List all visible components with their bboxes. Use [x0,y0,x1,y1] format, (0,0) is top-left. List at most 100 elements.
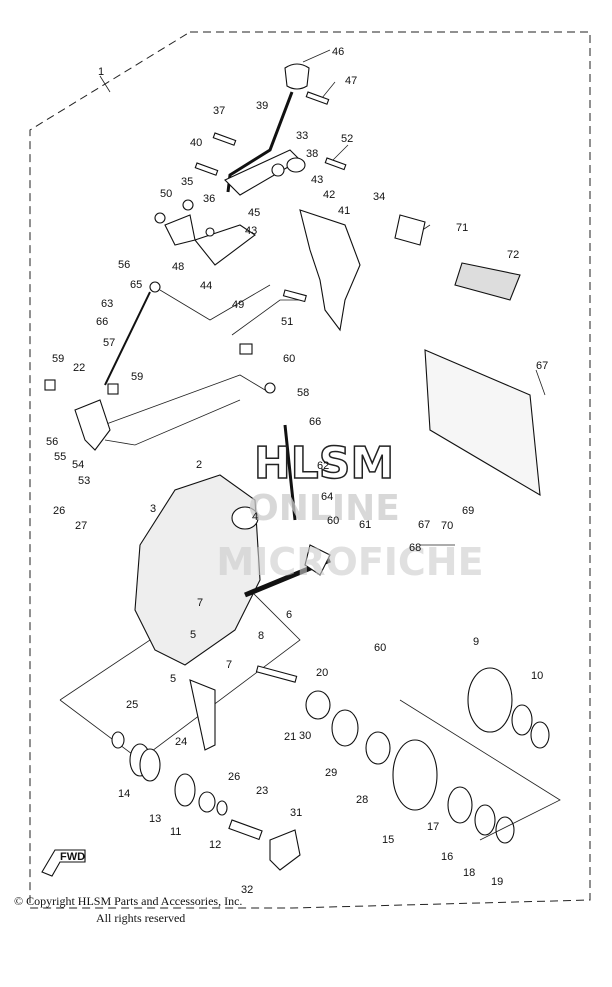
callout-20: 20 [316,667,328,679]
callout-3: 3 [150,503,156,515]
part-47-knob [284,63,310,90]
callout-51: 51 [281,316,293,328]
part-32-bracket [269,829,301,871]
callout-70: 70 [441,520,453,532]
callout-48: 48 [172,261,184,273]
callout-37: 37 [213,105,225,117]
callout-52: 52 [341,133,353,145]
callout-57: 57 [103,337,115,349]
callout-5: 5 [190,629,196,641]
callout-59: 59 [52,353,64,365]
part-54-arm [74,399,111,451]
callout-64: 64 [321,491,333,503]
callout-8: 8 [258,630,264,642]
part-49-bracket [164,214,196,246]
part-58-rod-end [149,281,161,293]
callout-31: 31 [290,807,302,819]
part-31-gear [305,690,331,720]
callout-66: 66 [96,316,108,328]
callout-71: 71 [456,222,468,234]
callout-1: 1 [98,66,104,78]
callout-56: 56 [118,259,130,271]
callout-19: 19 [491,876,503,888]
callout-4: 4 [252,511,258,523]
part-2-case [134,474,261,666]
callout-63: 63 [101,298,113,310]
callout-6: 6 [286,609,292,621]
callout-14: 14 [118,788,130,800]
rights-line: All rights reserved [96,911,186,925]
part-26-washer-a [111,731,125,749]
part-36-washer [182,199,194,211]
callout-10: 10 [531,670,543,682]
copyright-block: © Copyright HLSM Parts and Accessories, … [14,893,242,927]
callout-9: 9 [473,636,479,648]
part-9-sprocket [467,667,513,733]
callout-56: 56 [46,436,58,448]
fwd-arrow-icon [41,849,86,877]
part-60-nut-c [107,383,119,395]
callout-49: 49 [232,299,244,311]
callout-18: 18 [463,867,475,879]
callout-54: 54 [72,459,84,471]
callout-60: 60 [283,353,295,365]
part-26-washer-b [216,800,228,816]
callout-72: 72 [507,249,519,261]
part-74-decal [454,262,521,301]
callout-26: 26 [53,505,65,517]
part-53-bolt [324,157,347,171]
part-29-spline [365,731,391,765]
part-5-arm [189,679,216,751]
callout-15: 15 [382,834,394,846]
fwd-label: FWD [60,851,85,863]
callout-46: 46 [332,46,344,58]
callout-25: 25 [126,699,138,711]
part-51-nut [154,212,166,224]
callout-60: 60 [327,515,339,527]
callout-41: 41 [338,205,350,217]
callout-13: 13 [149,813,161,825]
callout-60: 60 [374,642,386,654]
callout-59: 59 [131,371,143,383]
callout-12: 12 [209,839,221,851]
callout-58: 58 [297,387,309,399]
part-12-bearing [198,791,216,813]
callout-44: 44 [200,280,212,292]
callout-21: 21 [284,731,296,743]
callout-42: 42 [323,189,335,201]
callout-62: 62 [317,460,329,472]
callout-47: 47 [345,75,357,87]
callout-16: 16 [441,851,453,863]
callout-67: 67 [418,519,430,531]
callout-5: 5 [170,673,176,685]
callout-43: 43 [311,174,323,186]
callout-7: 7 [197,597,203,609]
callout-28: 28 [356,794,368,806]
part-68-flap [424,349,541,497]
callout-17: 17 [427,821,439,833]
callout-68: 68 [409,542,421,554]
callout-36: 36 [203,193,215,205]
callout-7: 7 [226,659,232,671]
part-19-seal [530,721,550,749]
callout-24: 24 [175,736,187,748]
part-18-ring [474,804,496,836]
callout-22: 22 [73,362,85,374]
part-15-disk [392,739,438,811]
part-60-nut-a [239,343,253,355]
callout-34: 34 [373,191,385,203]
part-21-bolt [255,665,298,683]
callout-43: 43 [245,225,257,237]
assembly-boundary [29,31,591,909]
watermark-line3: MICROFICHE [216,540,483,584]
callout-67: 67 [536,360,548,372]
copyright-line: © Copyright HLSM Parts and Accessories, … [14,894,243,908]
part-37-washer [205,227,215,237]
callout-38: 38 [306,148,318,160]
callout-29: 29 [325,767,337,779]
callout-27: 27 [75,520,87,532]
part-48-pin [305,91,330,105]
watermark-line2: ONLINE [248,488,400,529]
